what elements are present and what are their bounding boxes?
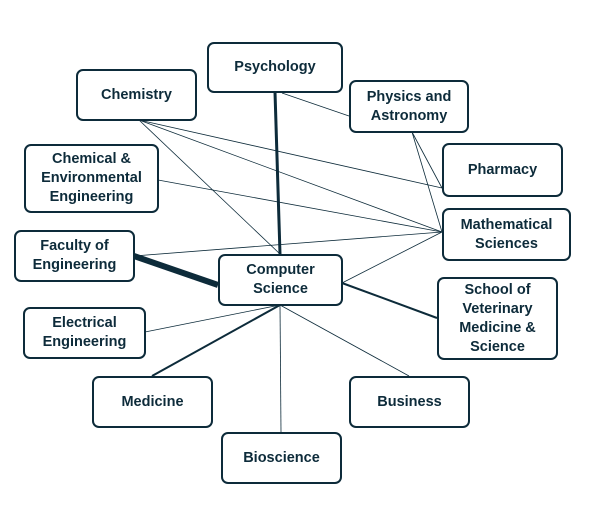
node-veterinary-medicine[interactable]: School of Veterinary Medicine & Science — [437, 277, 558, 360]
edge-faculty-cs — [133, 253, 219, 288]
node-pharmacy[interactable]: Pharmacy — [442, 143, 563, 197]
node-chemical-environmental-engineering[interactable]: Chemical & Environmental Engineering — [24, 144, 159, 213]
edge-physics-math — [411, 131, 443, 233]
node-bioscience[interactable]: Bioscience — [221, 432, 342, 484]
edge-cs-bioscience — [279, 304, 282, 433]
edge-cs-business — [279, 304, 410, 377]
edge-psychology-cs — [273, 91, 282, 255]
node-business[interactable]: Business — [349, 376, 470, 428]
node-faculty-of-engineering[interactable]: Faculty of Engineering — [14, 230, 135, 282]
edge-chemenv-math — [157, 179, 443, 233]
edge-chemistry-pharmacy — [138, 119, 443, 189]
edge-chemistry-math — [138, 119, 443, 233]
node-physics-astronomy[interactable]: Physics and Astronomy — [349, 80, 469, 133]
edge-faculty-math — [133, 231, 443, 257]
node-computer-science[interactable]: Computer Science — [218, 254, 343, 306]
edge-cs-electrical — [144, 304, 281, 333]
edge-cs-vet — [341, 282, 438, 319]
edge-psychology-physics — [281, 92, 350, 117]
edge-chemistry-cs — [138, 119, 281, 255]
node-chemistry[interactable]: Chemistry — [76, 69, 197, 121]
edge-physics-pharmacy — [411, 131, 443, 189]
edge-cs-medicine — [151, 304, 281, 377]
node-medicine[interactable]: Medicine — [92, 376, 213, 428]
node-mathematical-sciences[interactable]: Mathematical Sciences — [442, 208, 571, 261]
node-psychology[interactable]: Psychology — [207, 42, 343, 93]
edge-cs-math — [341, 231, 443, 284]
node-electrical-engineering[interactable]: Electrical Engineering — [23, 307, 146, 359]
